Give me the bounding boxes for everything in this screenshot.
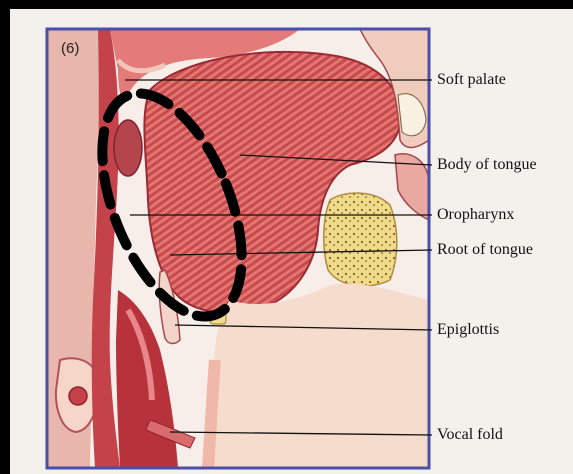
anterior-neck <box>205 284 429 468</box>
label-oropharynx: Oropharynx <box>437 207 514 223</box>
label-soft-palate: Soft palate <box>437 72 506 88</box>
label-epiglottis: Epiglottis <box>437 322 499 338</box>
mandible-bone <box>324 193 397 286</box>
label-root-of-tongue: Root of tongue <box>437 242 533 258</box>
panel-number: (6) <box>61 41 79 56</box>
label-body-of-tongue: Body of tongue <box>437 157 537 173</box>
tonsil <box>114 120 142 176</box>
label-vocal-fold: Vocal fold <box>437 427 503 443</box>
